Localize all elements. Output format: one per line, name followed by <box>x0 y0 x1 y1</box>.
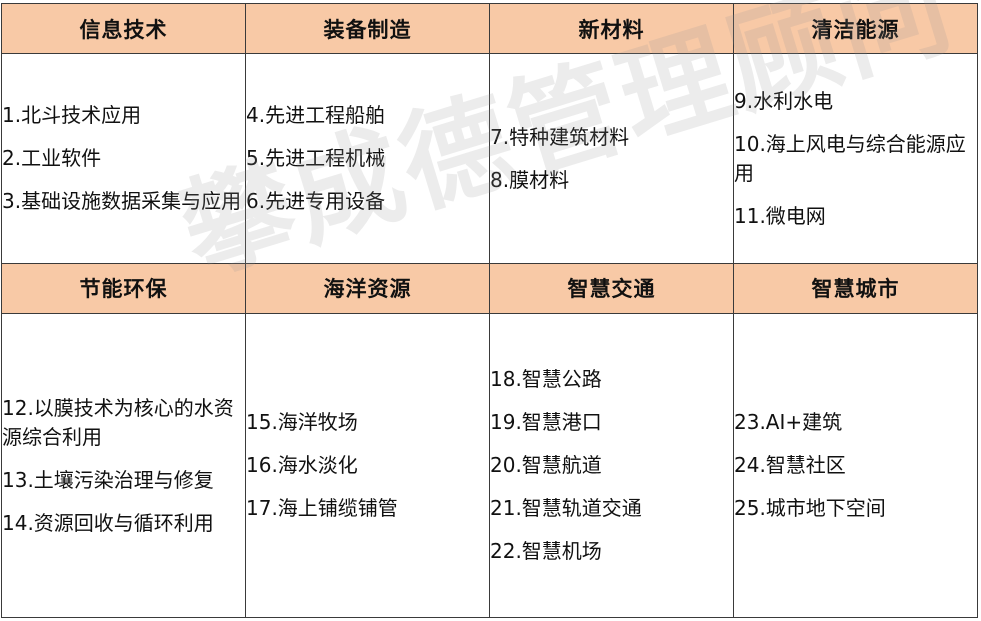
list-item: 20.智慧航道 <box>490 453 602 477</box>
content-cell-equipment: 4.先进工程船舶 5.先进工程机械 6.先进专用设备 <box>245 53 490 264</box>
header-cell-marine-resources: 海洋资源 <box>245 262 490 315</box>
content-row: 1.北斗技术应用 2.工业软件 3.基础设施数据采集与应用 4.先进工程船舶 5… <box>1 53 978 264</box>
header-cell-smart-transport: 智慧交通 <box>489 262 734 315</box>
list-item: 8.膜材料 <box>490 167 570 192</box>
header-cell-new-materials: 新材料 <box>489 2 734 55</box>
list-item: 1.北斗技术应用 <box>2 103 142 127</box>
list-item: 21.智慧轨道交通 <box>490 496 642 520</box>
list-item: 2.工业软件 <box>2 146 102 170</box>
list-item: 5.先进工程机械 <box>246 146 386 170</box>
list-item: 14.资源回收与循环利用 <box>2 510 214 535</box>
header-cell-information-tech: 信息技术 <box>1 2 246 55</box>
header-row: 信息技术 装备制造 新材料 清洁能源 <box>1 2 978 55</box>
header-row: 节能环保 海洋资源 智慧交通 智慧城市 <box>1 262 978 315</box>
header-cell-equipment: 装备制造 <box>245 2 490 55</box>
list-item: 7.特种建筑材料 <box>490 124 630 149</box>
list-item: 9.水利水电 <box>734 88 834 113</box>
list-item: 25.城市地下空间 <box>734 496 886 520</box>
list-item: 12.以膜技术为核心的水资源综合利用 <box>2 395 234 449</box>
list-item: 10.海上风电与综合能源应用 <box>734 131 966 185</box>
list-item: 3.基础设施数据采集与应用 <box>2 189 242 213</box>
content-cell-smart-city: 23.AI+建筑 24.智慧社区 25.城市地下空间 <box>733 313 978 618</box>
content-cell-information-tech: 1.北斗技术应用 2.工业软件 3.基础设施数据采集与应用 <box>1 53 246 264</box>
list-item: 24.智慧社区 <box>734 453 846 477</box>
list-item: 11.微电网 <box>734 203 826 228</box>
content-cell-clean-energy: 9.水利水电 10.海上风电与综合能源应用 11.微电网 <box>733 53 978 264</box>
header-cell-energy-saving: 节能环保 <box>1 262 246 315</box>
content-cell-smart-transport: 18.智慧公路 19.智慧港口 20.智慧航道 21.智慧轨道交通 22.智慧机… <box>489 313 734 618</box>
list-item: 16.海水淡化 <box>246 453 358 477</box>
list-item: 22.智慧机场 <box>490 539 602 563</box>
list-item: 15.海洋牧场 <box>246 410 358 434</box>
list-item: 18.智慧公路 <box>490 367 602 391</box>
header-cell-clean-energy: 清洁能源 <box>733 2 978 55</box>
list-item: 19.智慧港口 <box>490 410 602 434</box>
list-item: 13.土壤污染治理与修复 <box>2 467 214 492</box>
header-cell-smart-city: 智慧城市 <box>733 262 978 315</box>
content-row: 12.以膜技术为核心的水资源综合利用 13.土壤污染治理与修复 14.资源回收与… <box>1 313 978 618</box>
list-item: 6.先进专用设备 <box>246 189 386 213</box>
content-cell-new-materials: 7.特种建筑材料 8.膜材料 <box>489 53 734 264</box>
list-item: 23.AI+建筑 <box>734 410 843 434</box>
content-cell-marine-resources: 15.海洋牧场 16.海水淡化 17.海上铺缆铺管 <box>245 313 490 618</box>
content-cell-energy-saving: 12.以膜技术为核心的水资源综合利用 13.土壤污染治理与修复 14.资源回收与… <box>1 313 246 618</box>
list-item: 17.海上铺缆铺管 <box>246 496 398 520</box>
list-item: 4.先进工程船舶 <box>246 103 386 127</box>
